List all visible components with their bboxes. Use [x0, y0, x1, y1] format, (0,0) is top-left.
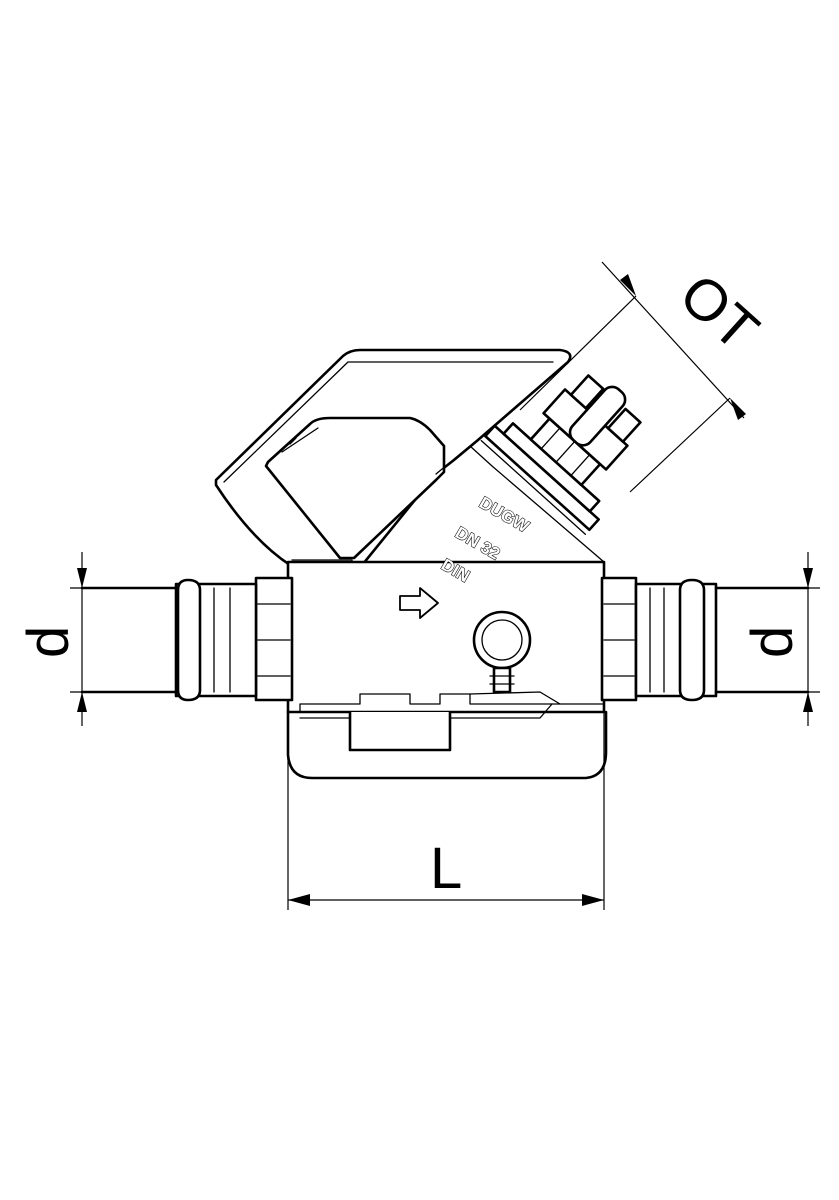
dimension-right-d: d — [716, 552, 820, 726]
flow-arrow-icon — [399, 587, 439, 619]
dimension-length: L — [287, 712, 605, 910]
right-fitting — [600, 576, 810, 702]
dimension-left-d: d — [16, 552, 176, 726]
top-fitting-label: OT — [667, 261, 770, 363]
length-label: L — [430, 836, 462, 901]
top-fitting — [480, 374, 642, 535]
valve-body — [214, 348, 608, 780]
right-diameter-label: d — [740, 626, 805, 658]
left-diameter-label: d — [16, 626, 81, 658]
left-fitting — [80, 576, 294, 702]
marking-line-2: DN 32 — [452, 523, 503, 564]
marking-line-1: DUGW — [476, 493, 533, 537]
test-ring-icon — [472, 610, 532, 694]
